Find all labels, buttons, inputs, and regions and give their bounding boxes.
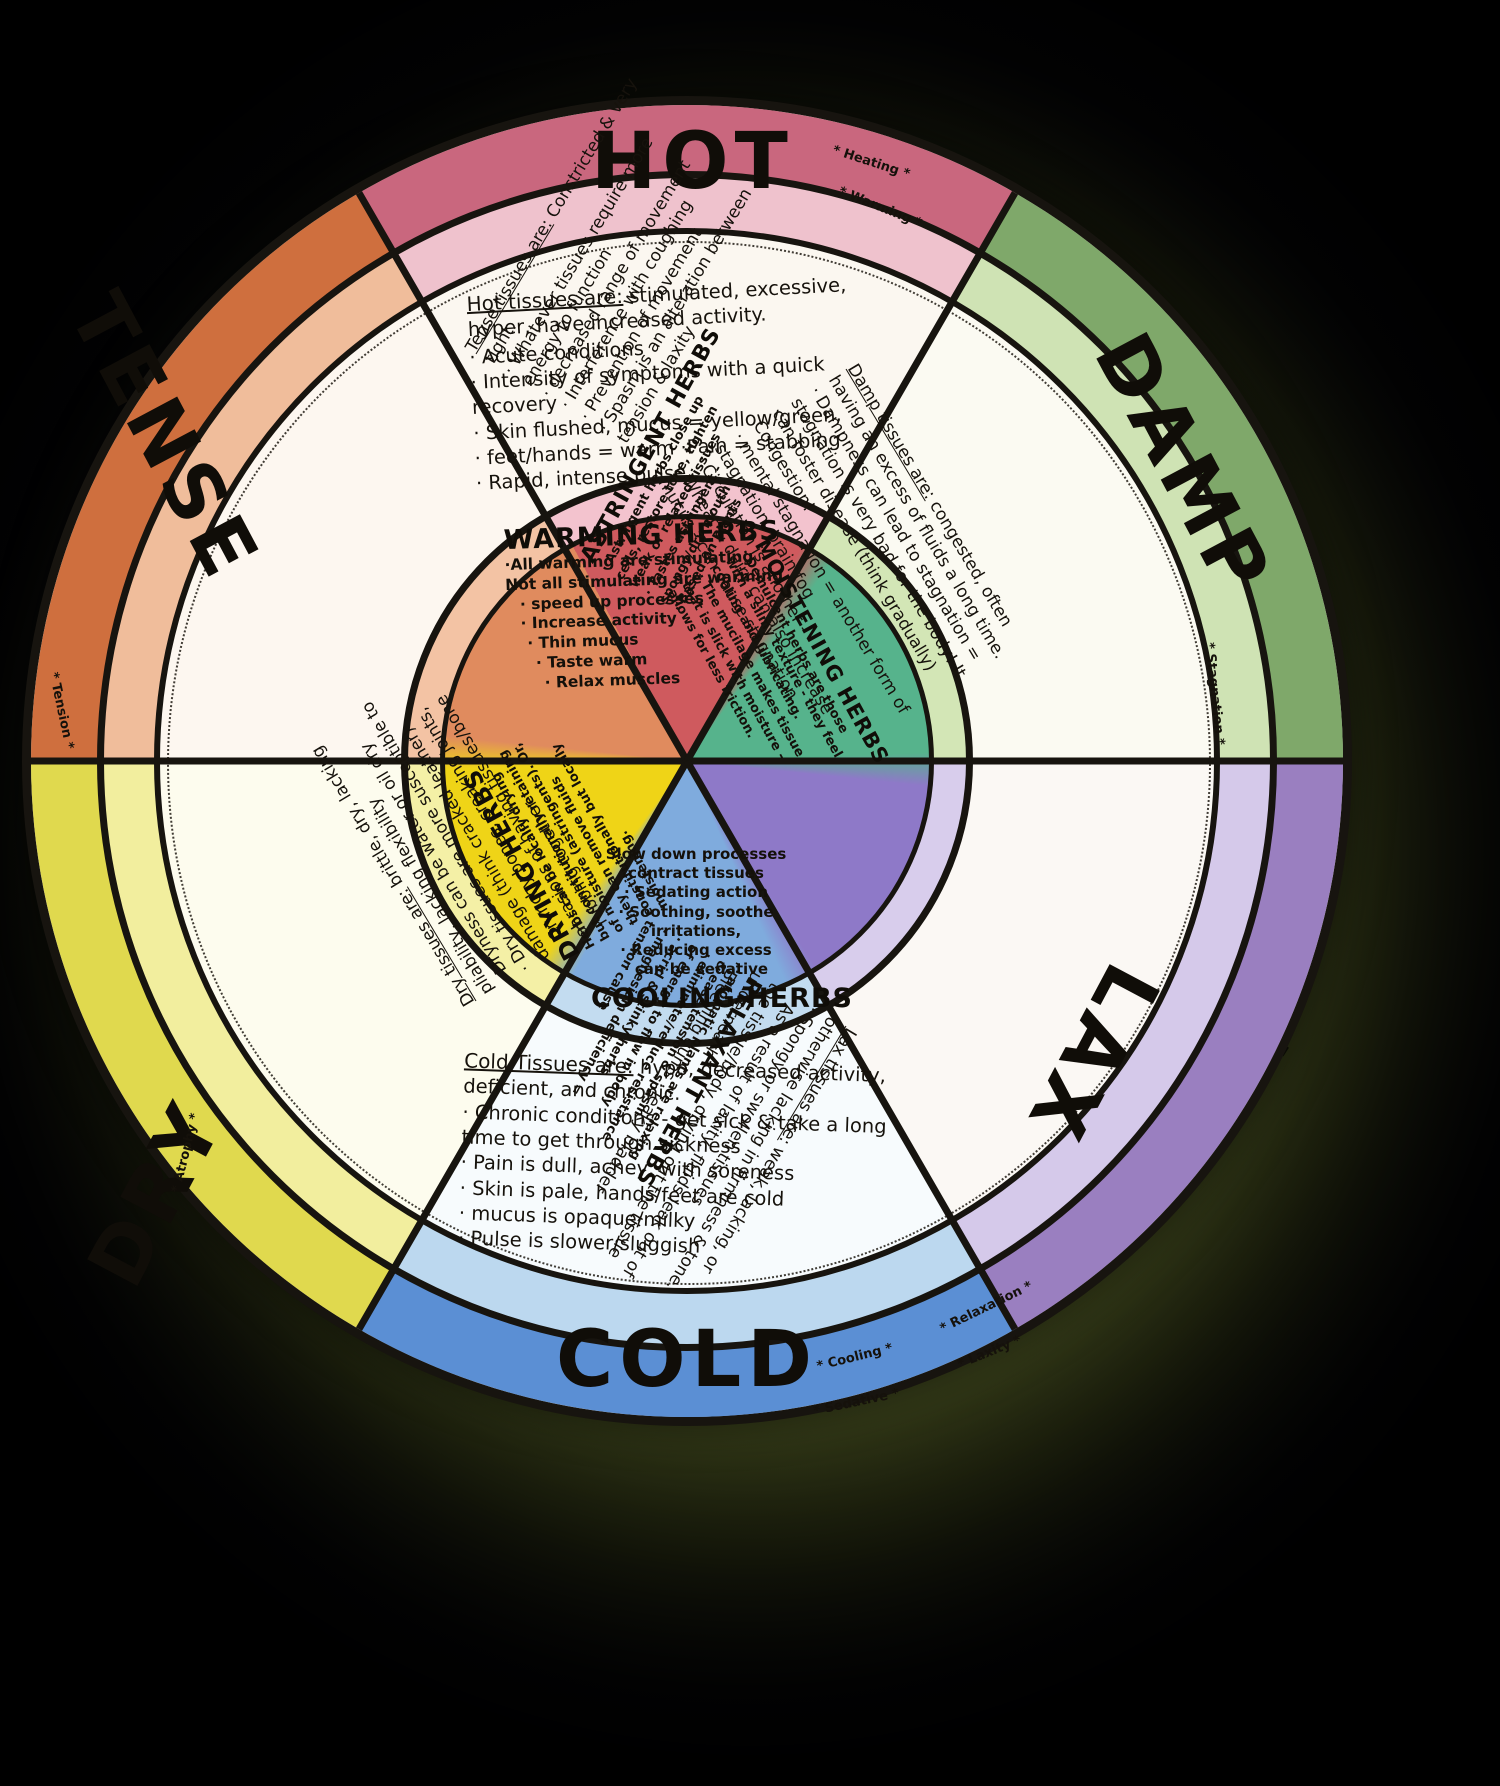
- herb-bullet: · Reducing excess: [620, 940, 772, 959]
- herb-bullet: Slow down processes: [605, 845, 787, 863]
- inner-pad-circle-line: [400, 474, 973, 1047]
- herbs-circle-line: [440, 514, 934, 1008]
- herb-title-cooling: COOLING HERBS: [591, 983, 853, 1015]
- description-circle-line: [154, 228, 1220, 1294]
- herb-bullet: · Sedating action: [623, 883, 769, 902]
- wheel: HOT DAMP LAX COLD DRY TENSE * Heating * …: [22, 75, 1352, 1426]
- pole-label-cold: COLD: [556, 1315, 818, 1405]
- herb-bullet: · Soothing, soothe irritations,: [618, 902, 774, 940]
- herb-block-cooling: Slow down processes contract tissues · S…: [591, 845, 853, 1015]
- herb-bullet: contract tissues: [628, 864, 764, 883]
- outer-circle-line: [96, 170, 1278, 1352]
- pole-label-hot: HOT: [591, 117, 794, 207]
- herb-bullet: · can be sedative: [623, 960, 769, 979]
